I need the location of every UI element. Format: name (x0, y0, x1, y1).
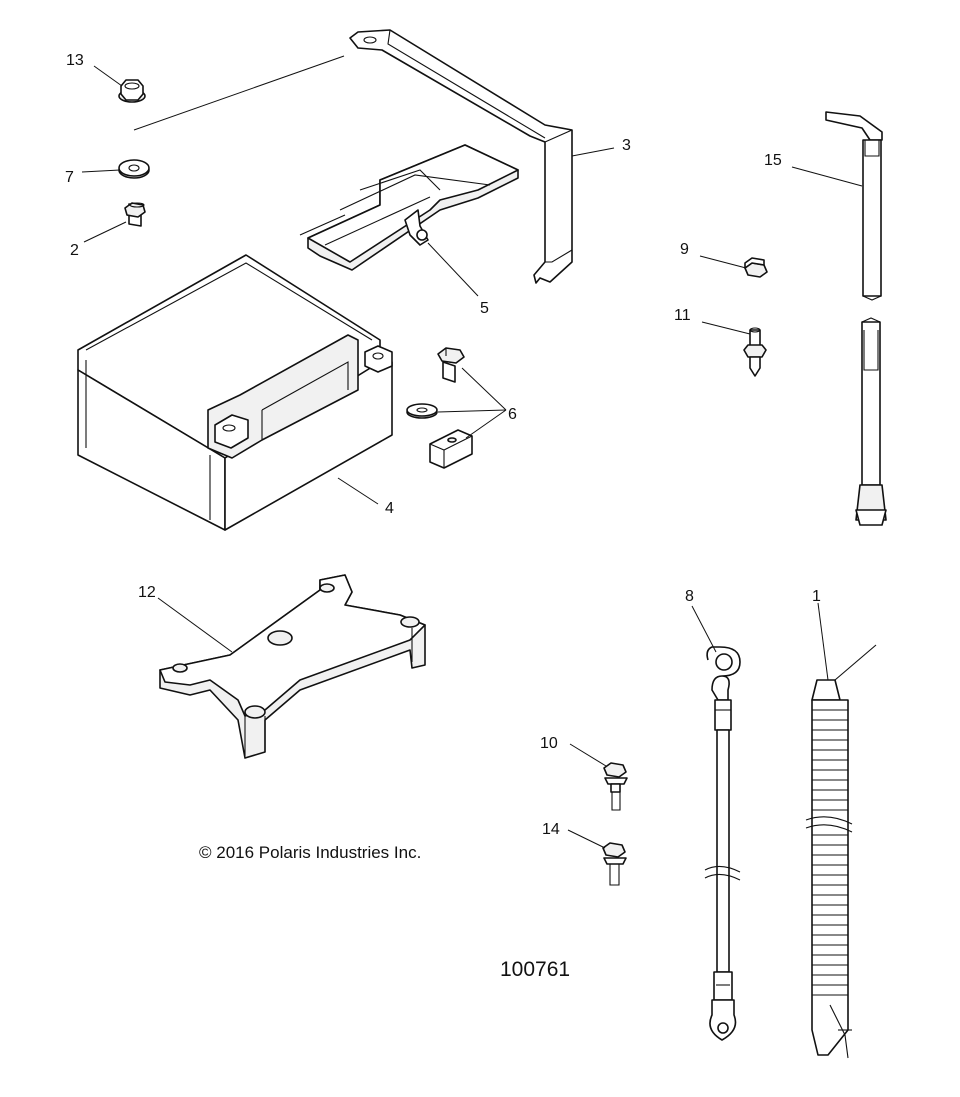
part-2-bolt (124, 202, 146, 227)
leader-lines (81, 55, 863, 849)
part-10-flange-bolt (603, 762, 628, 811)
part-13-flange-nut (118, 79, 146, 103)
part-14-flange-bolt (602, 842, 627, 886)
callout-5: 5 (480, 300, 489, 317)
part-5-battery-pad (299, 144, 519, 271)
part-6-terminal-hardware (406, 347, 473, 469)
callout-1: 1 (812, 588, 821, 605)
part-4-battery (77, 254, 393, 531)
callout-3: 3 (622, 137, 631, 154)
part-12-mounting-bracket (159, 574, 426, 759)
callout-4: 4 (385, 500, 394, 517)
callout-labels: 1 2 3 4 5 6 7 8 9 10 11 12 13 14 15 (65, 52, 821, 838)
callout-15: 15 (764, 152, 782, 169)
part-1-wiring-harness (805, 644, 877, 1059)
callout-8: 8 (685, 588, 694, 605)
part-7-lock-washer (118, 159, 150, 179)
part-15-battery-cable (825, 111, 887, 526)
figure-number: 100761 (500, 958, 570, 981)
callout-6: 6 (508, 406, 517, 423)
callout-12: 12 (138, 584, 156, 601)
callout-7: 7 (65, 169, 74, 186)
callout-2: 2 (70, 242, 79, 259)
part-9-hex-nut (744, 257, 768, 278)
callout-10: 10 (540, 735, 558, 752)
callout-11: 11 (674, 307, 691, 324)
copyright-notice: © 2016 Polaris Industries Inc. (199, 843, 421, 862)
callout-13: 13 (66, 52, 84, 69)
callout-9: 9 (680, 241, 689, 258)
part-3-hold-down-bracket (349, 29, 573, 284)
part-8-battery-cable (704, 646, 741, 1041)
callout-14: 14 (542, 821, 560, 838)
part-11-stud (743, 327, 767, 377)
